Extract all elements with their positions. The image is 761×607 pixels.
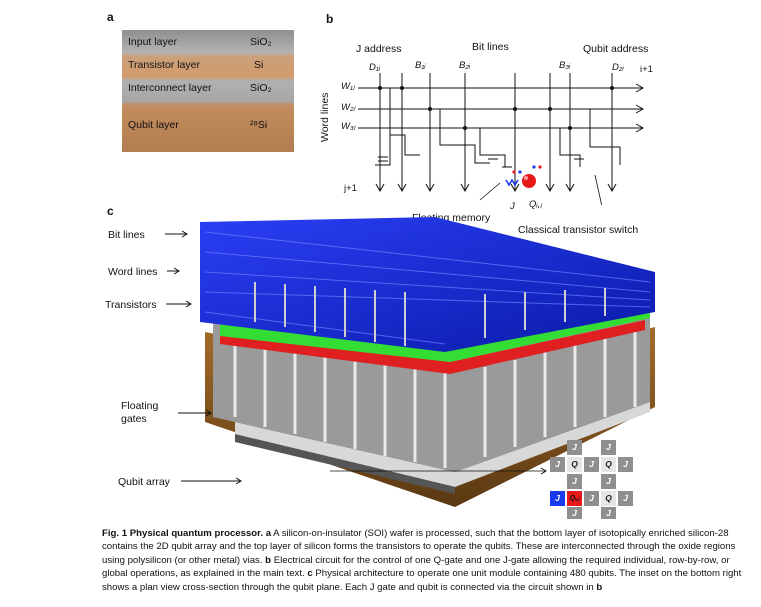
b2i-label: B₂ᵢ [459,60,471,71]
caption-a-text: A silicon-on-insulator (SOI) wafer is pr… [102,528,736,566]
caption-c: c [307,568,313,580]
bit-lines-label: Bit lines [472,41,509,53]
c-qij-label: Qᵢ,ⱼ [257,479,270,490]
d1i-label: D₁ᵢ [369,62,381,73]
inset-r3-0: J [550,491,565,506]
d2i-label: D₂ᵢ [612,62,624,73]
layer-material: ²⁸Si [250,119,268,131]
qij-label: Qᵢ,ⱼ [529,199,542,210]
inset-j-top-1: J [567,440,582,455]
c-qubit-array-label: Qubit array [118,476,170,488]
inset-r3-1: Qᵢ,ⱼ [567,491,582,506]
inset-r3-2: J [584,491,599,506]
inset-r1-0: J [550,457,565,472]
layer-material: SiO₂ [250,36,272,48]
layer-material: Si [254,59,264,71]
inset-j-bot-1: J [567,507,582,519]
transistor-switch-label: Classical transistor switch [518,224,639,236]
layer-name: Input layer [128,36,178,48]
c-word-lines-label: Word lines [108,266,158,278]
qubit-address-label: Qubit address [583,43,649,55]
inset-r3-3: Q [601,491,616,506]
panel-c-label: c [107,204,114,218]
c-qi2j-label: Qᵢ₊₂,ⱼ [308,462,330,473]
w3j-label: W₃ⱼ [341,121,356,132]
qubit-plane-inset: J J J Q J Q J J J J Qᵢ,ⱼ J Q J J J [549,440,635,520]
caption-a: a [265,528,272,539]
w1j-label: W₁ⱼ [341,81,355,92]
j-address-label: J address [356,43,402,55]
inset-j-mid-2: J [601,474,616,489]
layer-name: Transistor layer [128,59,200,71]
inset-j-bot-2: J [601,507,616,519]
w2j-label: W₂ⱼ [341,102,356,113]
panel-b-label: b [326,12,334,26]
caption-title: Physical quantum processor. [127,528,266,539]
j-gate-icon [505,178,519,187]
caption-b-end: b [596,581,603,593]
circuit-diagram [358,73,645,205]
inset-r3-4: J [618,491,633,506]
inset-r1-1: Q [567,457,582,472]
j-plus-1-label: j+1 [344,183,357,194]
c-transistors-label: Transistors [105,299,157,311]
inset-r1-2: J [584,457,599,472]
layer-name: Qubit layer [128,119,179,131]
figure-caption: Fig. 1 Physical quantum processor. a A s… [102,527,742,594]
inset-r1-4: J [618,457,633,472]
j-gate-label: J [510,201,515,212]
panel-a-label: a [107,10,114,24]
caption-fig: Fig. 1 [102,528,128,539]
c-floating-gates-label-1: Floating [121,400,159,412]
c-bit-lines-label: Bit lines [108,229,145,241]
caption-c-text: Physical architecture to operate one uni… [102,568,742,593]
caption-b-text: Electrical circuit for the control of on… [102,554,730,580]
c-floating-gates-label-2: gates [121,413,147,425]
i-plus-1-label: i+1 [640,64,653,75]
c-qi1j-label: Qᵢ₊₁,ⱼ [283,471,304,482]
wafer-stack [122,30,294,152]
architecture-3d-illustration [200,217,655,507]
layer-material: SiO₂ [250,82,272,94]
inset-r1-3: Q [601,457,616,472]
inset-j-mid-1: J [567,474,582,489]
b3i-label: B₃ᵢ [559,60,571,71]
caption-b: b [265,554,272,566]
inset-j-top-2: J [601,440,616,455]
b1i-label: B₁ᵢ [415,60,426,71]
layer-name: Interconnect layer [128,82,212,94]
